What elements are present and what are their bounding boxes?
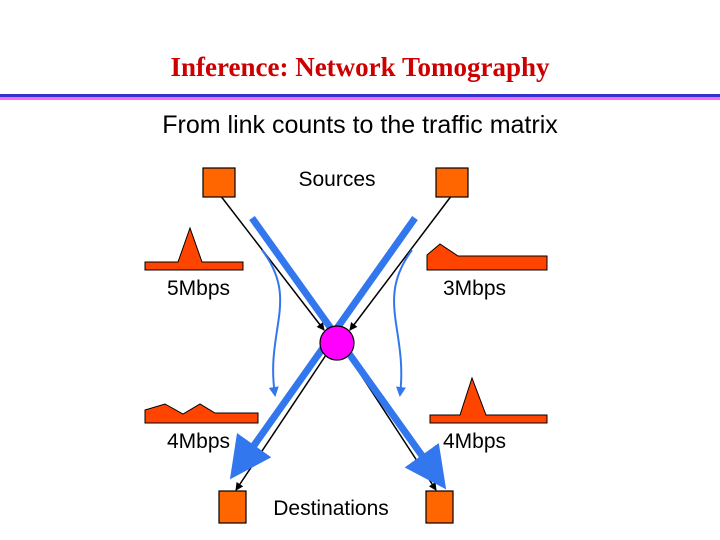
curved-arrow-right xyxy=(393,249,413,397)
source-node-right xyxy=(435,167,469,198)
rate-label-top-left: 5Mbps xyxy=(167,277,230,300)
traffic-curve-top-right xyxy=(426,243,548,271)
link-line-source-right xyxy=(349,194,453,331)
rate-label-top-right: 3Mbps xyxy=(443,277,506,300)
destinations-label: Destinations xyxy=(273,497,389,520)
router-node xyxy=(319,325,355,361)
sources-label: Sources xyxy=(298,168,375,191)
source-node-left xyxy=(202,167,236,198)
destination-node-right xyxy=(425,490,454,524)
traffic-curve-bottom-left xyxy=(144,403,259,424)
link-line-source-left xyxy=(219,194,325,331)
rate-label-bottom-right: 4Mbps xyxy=(443,430,506,453)
curved-arrow-left xyxy=(261,249,282,397)
traffic-curve-top-left xyxy=(144,226,244,271)
slide-subtitle: From link counts to the traffic matrix xyxy=(162,111,558,139)
title-divider xyxy=(0,94,720,100)
slide-title: Inference: Network Tomography xyxy=(170,52,550,82)
rate-label-bottom-left: 4Mbps xyxy=(167,430,230,453)
traffic-curve-bottom-right xyxy=(429,376,548,424)
divider-pink-line xyxy=(0,97,720,100)
divider-blue-line xyxy=(0,94,720,97)
destination-node-left xyxy=(218,490,247,524)
